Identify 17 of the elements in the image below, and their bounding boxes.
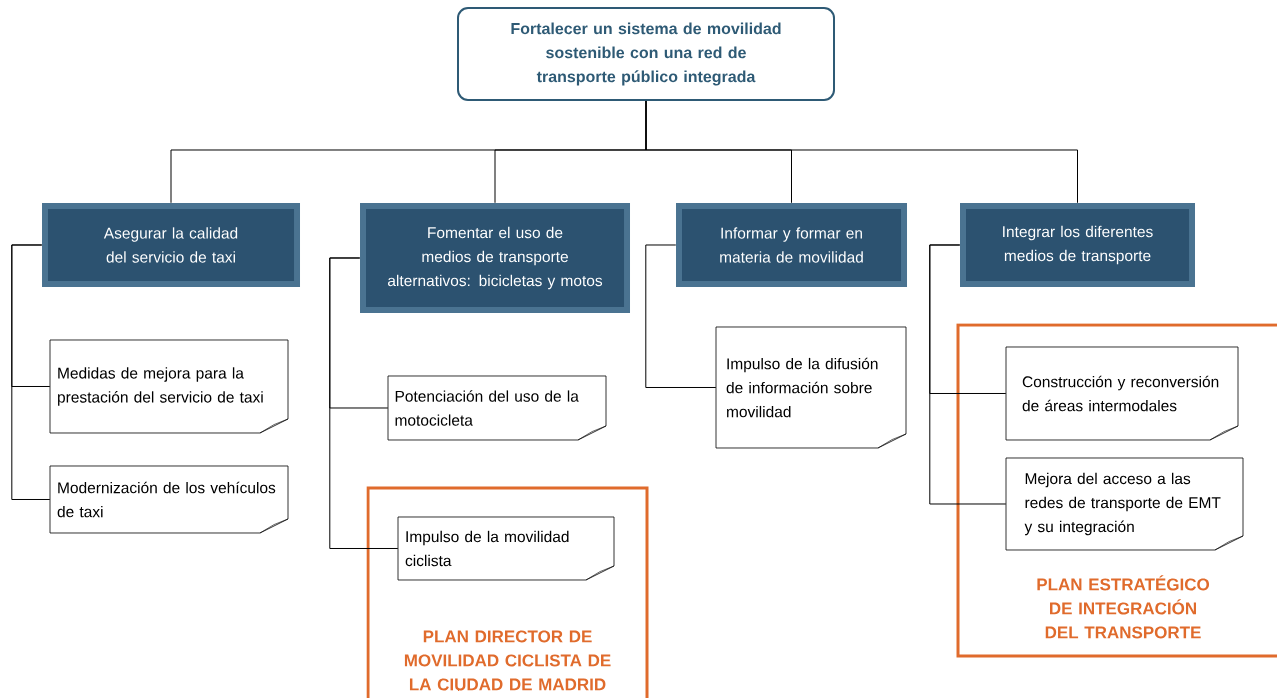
- objective-box: Informar y formar en materia de movilidad: [676, 203, 907, 287]
- note-box: Impulso de la difusión de información sobre movilidad: [715, 326, 907, 449]
- connector-line: [645, 100, 1078, 204]
- objective-box: Asegurar la calidad del servicio de taxi: [42, 203, 300, 287]
- goal-box: Fortalecer un sistema de movilidad sostenible con una red de transporte público integrada: [457, 7, 835, 101]
- connector-line: [329, 257, 399, 549]
- note-box: Medidas de mejora para la prestación del servicio de taxi: [49, 339, 289, 434]
- note-box: Construcción y reconversión de áreas intermodales: [1005, 346, 1239, 441]
- note-box: Mejora del acceso a las redes de transporte de EMT y su integración: [1005, 457, 1244, 551]
- note-box: Modernización de los vehículos de taxi: [49, 465, 289, 534]
- objective-box: Integrar los diferentes medios de transporte: [960, 203, 1195, 287]
- note-box: Impulso de la movilidad ciclista: [397, 516, 615, 581]
- connector-line: [645, 244, 717, 388]
- connector-line: [11, 244, 51, 500]
- connector-line: [929, 244, 1007, 505]
- objective-box: Fomentar el uso de medios de transporte alternativos: bicicletas y motos: [360, 203, 630, 313]
- note-box: Potenciación del uso de la motocicleta: [387, 375, 607, 441]
